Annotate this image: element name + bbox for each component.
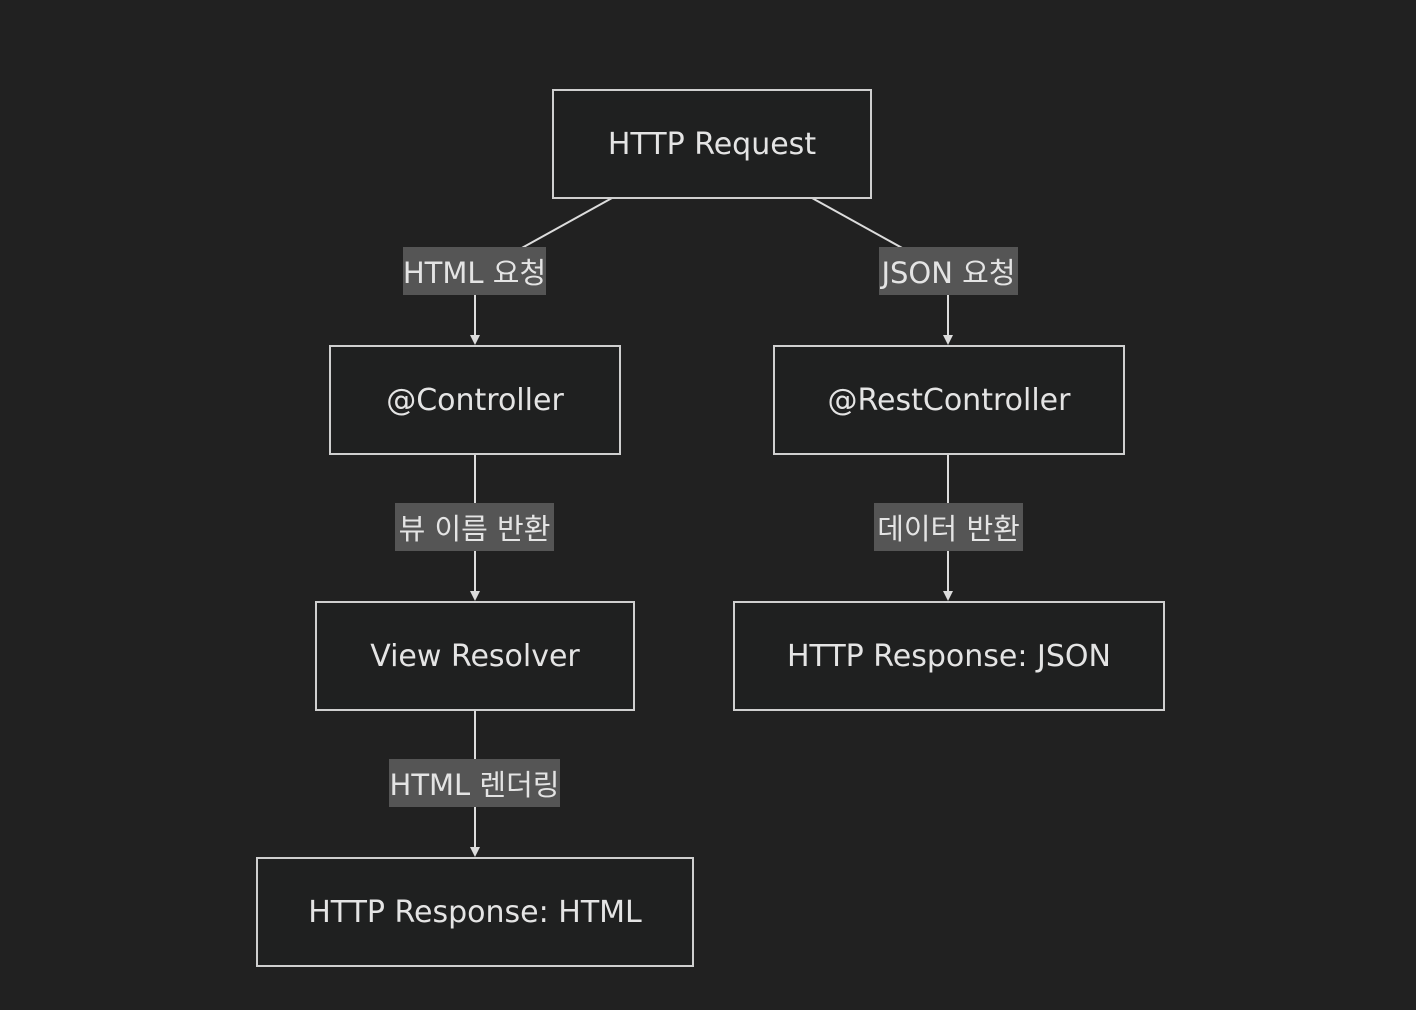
node-http-response-html: HTTP Response: HTML bbox=[256, 857, 694, 967]
node-http-request: HTTP Request bbox=[552, 89, 872, 199]
node-controller: @Controller bbox=[329, 345, 621, 455]
edge-request-to-controller bbox=[475, 197, 613, 343]
edge-request-to-rest-controller bbox=[811, 197, 948, 343]
edge-label-data-return: 데이터 반환 bbox=[874, 503, 1023, 551]
node-view-resolver: View Resolver bbox=[315, 601, 635, 711]
edge-label-html-request: HTML 요청 bbox=[403, 247, 546, 295]
node-http-response-json: HTTP Response: JSON bbox=[733, 601, 1165, 711]
edge-label-html-rendering: HTML 렌더링 bbox=[389, 759, 560, 807]
edge-label-json-request: JSON 요청 bbox=[879, 247, 1018, 295]
node-rest-controller: @RestController bbox=[773, 345, 1125, 455]
edge-label-view-name-return: 뷰 이름 반환 bbox=[395, 503, 554, 551]
